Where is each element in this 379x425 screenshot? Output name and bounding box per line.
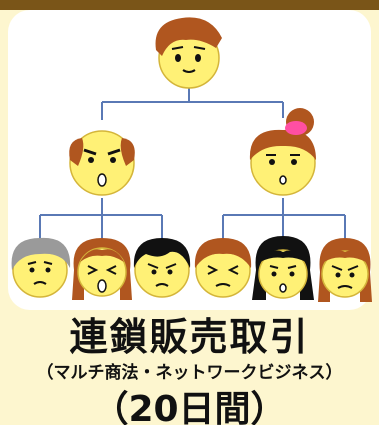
person-icon — [155, 17, 222, 89]
person-icon — [69, 130, 135, 196]
bow-icon — [285, 121, 307, 135]
person-icon — [194, 238, 252, 298]
white-panel — [8, 10, 371, 310]
person-icon — [11, 237, 71, 298]
person-icon — [133, 238, 191, 298]
person-icon — [252, 236, 314, 300]
subtitle-text: （マルチ商法・ネットワークビジネス） — [36, 363, 343, 383]
duration-text: （20日間） — [92, 389, 287, 425]
title-text: 連鎖販売取引 — [69, 315, 310, 359]
person-icon — [318, 238, 372, 302]
person-icon — [249, 108, 316, 196]
person-icon — [72, 238, 132, 300]
top-frame-bar — [0, 0, 379, 10]
connector-lines — [39, 88, 346, 240]
